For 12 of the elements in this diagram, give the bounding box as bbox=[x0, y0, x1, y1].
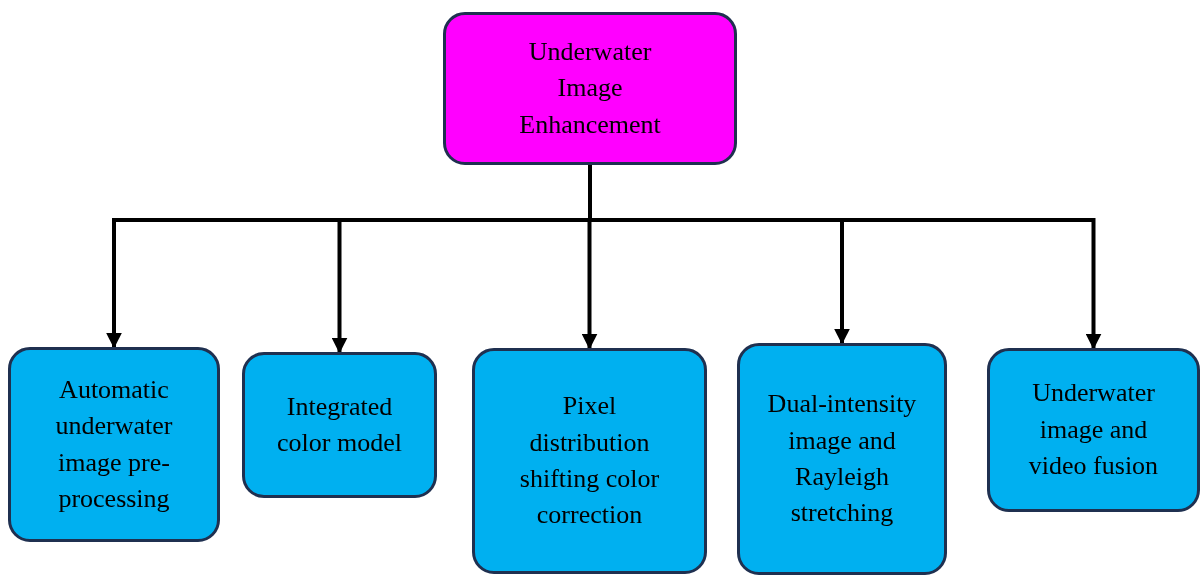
root-box bbox=[443, 12, 737, 165]
box-label: Underwater image and video fusion bbox=[1027, 377, 1160, 483]
category-box bbox=[737, 343, 947, 575]
category-box bbox=[8, 347, 220, 542]
box-label: Automatic underwater image pre-processing bbox=[54, 373, 174, 515]
box-label: Integrated color model bbox=[276, 390, 403, 459]
category-box bbox=[242, 352, 437, 498]
category-box bbox=[987, 348, 1200, 512]
box-label: Dual-intensity image and Rayleigh stretching bbox=[767, 388, 917, 530]
category-box bbox=[472, 348, 707, 574]
box-label: Underwater Image Enhancement bbox=[518, 35, 662, 141]
box-label: Pixel distribution shifting color correction bbox=[518, 390, 661, 532]
